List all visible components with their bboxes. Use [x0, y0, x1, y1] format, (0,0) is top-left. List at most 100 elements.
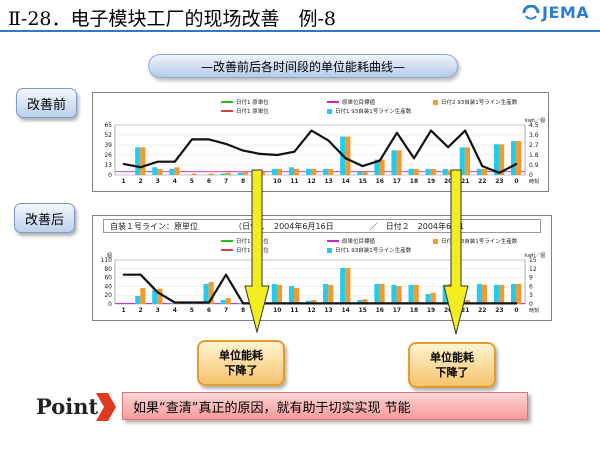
bar	[340, 268, 346, 304]
bar	[140, 288, 146, 304]
x-tick-label: 7	[224, 178, 228, 185]
x-tick-label: 23	[495, 307, 503, 314]
data-point	[515, 162, 518, 165]
bar	[476, 284, 482, 304]
callout-line2: 下降了	[435, 366, 469, 379]
x-tick-label: 2	[139, 307, 143, 314]
y-tick-label: 80	[104, 266, 112, 273]
bar	[328, 168, 334, 175]
label-before-improvement: 改善前	[16, 88, 78, 118]
data-point	[481, 302, 484, 305]
y2-tick-label: 2.7	[529, 142, 539, 149]
legend-item: 日付1 原単位	[221, 107, 321, 115]
x-tick-label: 16	[376, 307, 384, 314]
bar	[259, 291, 265, 304]
y-tick-label: 65	[104, 122, 112, 129]
y2-tick-label: 3	[529, 292, 533, 299]
x-tick-label: 15	[359, 178, 367, 185]
x-tick-label: 22	[478, 178, 486, 185]
legend-swatch	[433, 238, 438, 244]
legend-item: 日付2 93自装1号ライン生産数	[433, 237, 573, 245]
bar	[225, 172, 231, 175]
bar	[493, 144, 500, 175]
bar	[323, 168, 329, 175]
x-tick-label: 6	[207, 178, 211, 185]
bar	[391, 150, 397, 175]
jema-logo-icon	[522, 4, 540, 20]
data-point	[327, 139, 330, 142]
bar	[259, 171, 265, 175]
x-tick-label: 4	[173, 307, 177, 314]
data-point	[361, 302, 364, 305]
x-tick-label: 0	[514, 307, 518, 314]
legend-swatch	[433, 99, 438, 105]
x-tick-label: 8	[241, 178, 245, 185]
bar	[237, 172, 243, 175]
bar	[135, 147, 141, 175]
x-tick-label: 5	[190, 307, 194, 314]
bar	[311, 168, 317, 175]
bar	[271, 284, 277, 304]
y2-tick-label: 6	[529, 283, 533, 290]
data-point	[122, 162, 125, 165]
chart-after: 自装１号ライン：原単位 （日付１ 2004年6月16日 ／ 日付２ 2004年6…	[92, 215, 552, 321]
y2-tick-label: 0	[529, 301, 533, 308]
bar	[379, 284, 385, 304]
data-point	[378, 302, 381, 305]
x-tick-label: 19	[427, 307, 435, 314]
bar	[208, 173, 214, 175]
bar	[254, 171, 260, 175]
legend-label: 日付1 93自装1号ライン生産数	[335, 109, 412, 115]
x-tick-label: 6	[207, 307, 211, 314]
x-tick-label: 3	[156, 178, 160, 185]
legend-swatch	[221, 110, 233, 112]
title-divider	[0, 30, 600, 32]
legend-label: 日付2 93自装1号ライン生産数	[441, 239, 518, 245]
bar	[357, 171, 363, 175]
data-point	[327, 302, 330, 305]
y-tick-label: 13	[104, 162, 112, 169]
legend-swatch	[327, 101, 339, 103]
data-point	[156, 291, 159, 294]
x-tick-label: 5	[190, 178, 194, 185]
x-tick-label: 0	[514, 178, 518, 185]
data-point	[139, 273, 142, 276]
logo-text: JEMA	[542, 3, 590, 22]
bar	[413, 168, 419, 175]
x-tick-label: 20	[444, 307, 452, 314]
x-tick-label: 11	[290, 307, 298, 314]
y2-unit-label: kwh／個	[525, 117, 545, 124]
bar	[242, 171, 248, 175]
y-tick-label: 26	[104, 152, 112, 159]
data-point	[190, 301, 193, 304]
bar	[396, 150, 402, 175]
bar	[476, 168, 482, 175]
bar	[447, 170, 453, 175]
legend-label: 原単位目標値	[342, 100, 376, 106]
x-tick-label: 1	[121, 307, 125, 314]
bar	[362, 299, 368, 304]
legend-label: 日付2 93自装1号ライン生産数	[441, 100, 518, 106]
point-chevron-icon	[96, 393, 116, 421]
x-axis-suffix: 時刻	[529, 307, 539, 314]
callout-line1: 单位能耗	[430, 351, 474, 364]
chart-before: 日付1 原単位原単位目標値日付2 93自装1号ライン生産数日付1 原単位日付1 …	[92, 92, 549, 192]
y2-unit-label: kwh／個	[525, 252, 545, 259]
data-point	[139, 166, 142, 169]
bar	[408, 284, 414, 304]
bar	[430, 292, 436, 304]
data-point	[515, 302, 518, 305]
bar	[276, 284, 283, 304]
y-tick-label: 110	[101, 257, 113, 264]
x-tick-label: 16	[376, 178, 384, 185]
bar	[328, 284, 334, 304]
x-tick-label: 20	[444, 178, 452, 185]
bar	[345, 136, 351, 175]
bar	[140, 147, 146, 175]
data-point	[310, 302, 313, 305]
y2-tick-label: 4.5	[529, 122, 539, 129]
bar	[379, 159, 385, 175]
x-tick-label: 19	[427, 178, 435, 185]
data-point	[464, 302, 467, 305]
